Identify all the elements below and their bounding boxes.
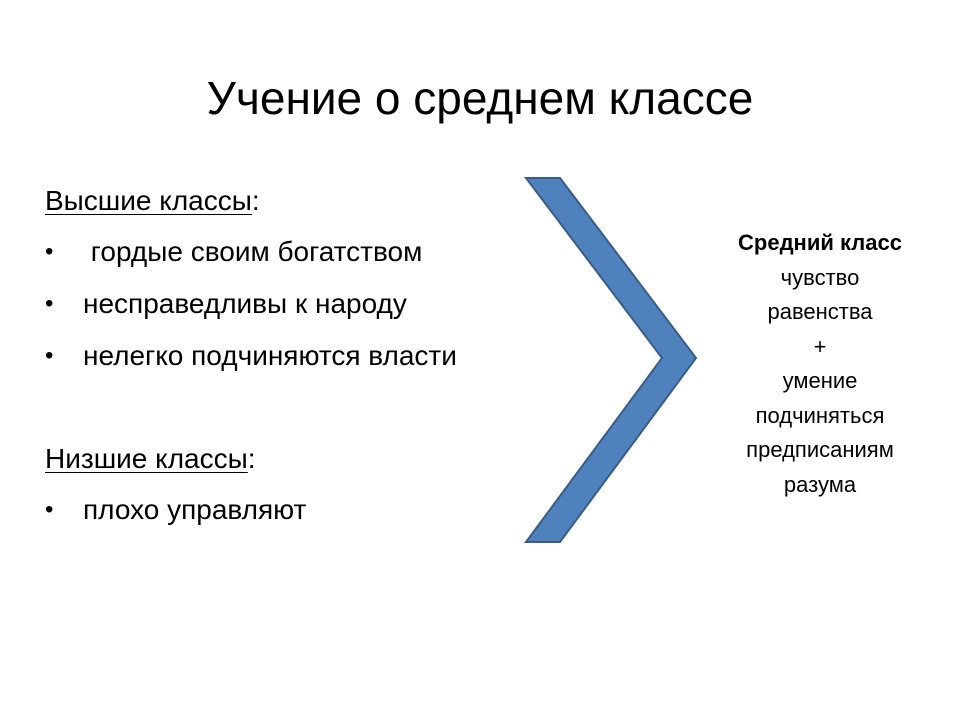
list-item-text: нелегко подчиняются власти (83, 340, 457, 371)
middle-class-line: подчиняться (755, 402, 885, 428)
lower-classes-heading-colon: : (247, 443, 256, 474)
middle-class-line: предписаниям (746, 437, 894, 462)
list-item: • нелегко подчиняются власти (45, 330, 545, 382)
lower-classes-list: • плохо управляют (45, 484, 545, 536)
chevron-right-icon (523, 177, 698, 543)
list-item: • плохо управляют (45, 484, 545, 536)
middle-class-line: чувство (780, 264, 860, 290)
list-item-text: гордые своим богатством (83, 236, 423, 267)
left-content: Высшие классы: • гордые своим богатством… (45, 176, 545, 536)
lower-classes-heading-text: Низшие классы (45, 443, 248, 474)
lower-classes-heading: Низшие классы: (45, 434, 545, 484)
upper-classes-heading-colon: : (251, 185, 260, 216)
middle-class-box: Средний класс чувство равенства + умение… (700, 226, 940, 502)
bullet-icon: • (45, 290, 54, 317)
list-item: • гордые своим богатством (45, 226, 545, 278)
upper-classes-list: • гордые своим богатством • несправедливы… (45, 226, 545, 382)
slide-title: Учение о среднем классе (206, 72, 754, 124)
chevron-shape (523, 177, 698, 543)
upper-classes-heading: Высшие классы: (45, 176, 545, 226)
middle-class-line: умение (782, 368, 858, 393)
middle-class-heading: Средний класс (738, 230, 902, 255)
middle-class-line: равенства (767, 299, 873, 324)
section-spacer (45, 382, 545, 434)
list-item-text: несправедливы к народу (83, 288, 407, 319)
middle-class-line: + (813, 333, 827, 359)
bullet-icon: • (45, 496, 54, 523)
list-item: • несправедливы к народу (45, 278, 545, 330)
bullet-icon: • (45, 238, 54, 265)
list-item-text: плохо управляют (83, 494, 307, 525)
middle-class-line: разума (783, 471, 857, 497)
bullet-icon: • (45, 342, 54, 369)
upper-classes-heading-text: Высшие классы (45, 185, 252, 216)
